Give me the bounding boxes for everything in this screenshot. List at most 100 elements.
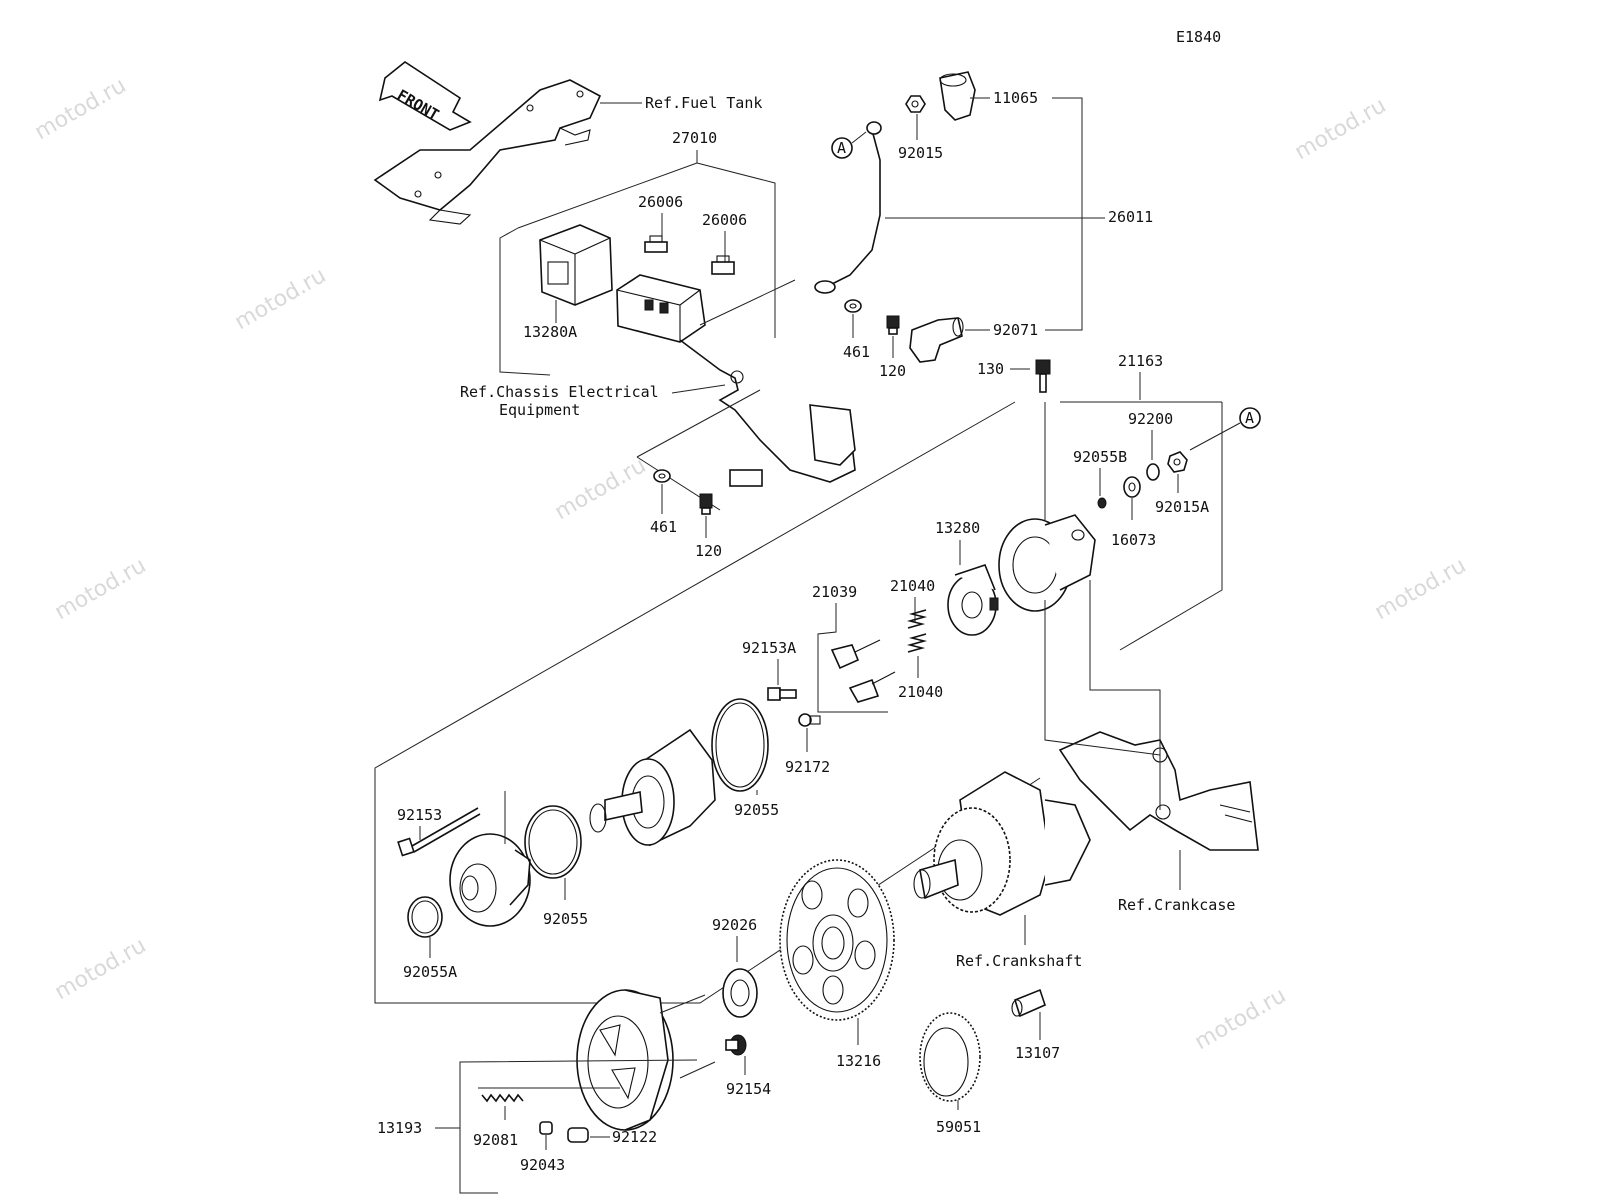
bolt-92153 [397, 807, 481, 857]
group-bracket-line [499, 227, 551, 376]
starter-motor-armature [589, 728, 716, 847]
o-ring-92055-upper [711, 698, 769, 792]
part-11065: 11065 [993, 89, 1038, 107]
spring-21040-a [906, 609, 928, 629]
group-bracket-line [1119, 402, 1223, 651]
part-92015: 92015 [898, 144, 943, 162]
part-92122: 92122 [612, 1128, 657, 1146]
part-13280A: 13280A [523, 323, 577, 341]
part-92015A: 92015A [1155, 498, 1209, 516]
part-92172: 92172 [785, 758, 830, 776]
fuse-26006-a [644, 235, 668, 253]
part-130: 130 [977, 360, 1004, 378]
part-26011: 26011 [1108, 208, 1153, 226]
starter-front-cover [449, 833, 531, 927]
bolt-120-upper [886, 315, 900, 335]
part-21163: 21163 [1118, 352, 1163, 370]
nut-92015 [905, 95, 926, 113]
watermark-text: motod.ru [1371, 553, 1471, 625]
washer-92026 [722, 968, 758, 1018]
nut-16073 [1123, 476, 1141, 498]
part-13280: 13280 [935, 519, 980, 537]
ref-chassis-label-1: Ref.Chassis Electrical [460, 383, 659, 401]
callout-marker-text: A [1245, 409, 1254, 427]
callout-marker-a-top: A [831, 137, 853, 159]
ref-chassis-label-2: Equipment [499, 401, 580, 419]
bolt-130 [1035, 359, 1051, 393]
watermark-text: motod.ru [551, 453, 651, 525]
part-120-upper: 120 [879, 362, 906, 380]
screw-92172 [798, 713, 821, 727]
crankshaft [913, 771, 1091, 916]
part-21040-a: 21040 [890, 577, 935, 595]
part-26006-a: 26006 [638, 193, 683, 211]
part-461-lower: 461 [650, 518, 677, 536]
roller-92122 [567, 1127, 589, 1143]
part-92071: 92071 [993, 321, 1038, 339]
brush-set-21039 [830, 639, 896, 703]
part-59051: 59051 [936, 1118, 981, 1136]
o-ring-92055-lower [524, 805, 582, 879]
part-26006-b: 26006 [702, 211, 747, 229]
watermark-text: motod.ru [1191, 983, 1291, 1055]
starter-relay-13280A [539, 224, 613, 306]
part-92153: 92153 [397, 806, 442, 824]
part-92153A: 92153A [742, 639, 796, 657]
sleeve-13107 [1011, 988, 1046, 1018]
leader-line [517, 150, 698, 229]
front-arrow-icon: FRONT [378, 61, 472, 131]
fuse-26006-b [711, 255, 735, 275]
part-92055-lower: 92055 [543, 910, 588, 928]
part-92200: 92200 [1128, 410, 1173, 428]
rubber-cap-11065 [939, 71, 976, 121]
washer-461-upper [844, 299, 862, 313]
part-120-lower: 120 [695, 542, 722, 560]
brush-holder-13280 [947, 564, 999, 636]
callout-marker-text: A [837, 139, 846, 157]
callout-marker-a-right: A [1239, 407, 1261, 429]
o-ring-92055A [407, 896, 443, 938]
part-92055A: 92055A [403, 963, 457, 981]
part-461-upper: 461 [843, 343, 870, 361]
part-92055-upper: 92055 [734, 801, 779, 819]
pin-92043 [539, 1121, 553, 1135]
part-92043: 92043 [520, 1156, 565, 1174]
part-21039: 21039 [812, 583, 857, 601]
nut-92015A [1167, 451, 1188, 473]
part-27010: 27010 [672, 129, 717, 147]
part-16073: 16073 [1111, 531, 1156, 549]
diagram-code: E1840 [1176, 28, 1221, 46]
part-92055B: 92055B [1073, 448, 1127, 466]
chassis-cable [679, 339, 856, 487]
crankcase-section [1058, 731, 1259, 851]
part-13216: 13216 [836, 1052, 881, 1070]
leader-line [696, 162, 776, 338]
spring-92081 [481, 1093, 524, 1103]
screw-92153A [767, 687, 797, 701]
watermark-pattern: motod.ru motod.ru motod.ru motod.ru moto… [31, 73, 1471, 1055]
part-92026: 92026 [712, 916, 757, 934]
starter-rear-cover [998, 514, 1096, 612]
starter-cable-26011 [814, 121, 882, 294]
ref-fuel-tank-label: Ref.Fuel Tank [645, 94, 762, 112]
watermark-text: motod.ru [51, 933, 151, 1005]
watermark-text: motod.ru [1291, 93, 1391, 165]
part-13107: 13107 [1015, 1044, 1060, 1062]
spring-21040-b [906, 633, 928, 653]
washer-92200 [1146, 463, 1160, 481]
bolt-120-lower [699, 493, 713, 515]
part-21040-b: 21040 [898, 683, 943, 701]
watermark-text: motod.ru [31, 73, 131, 145]
ref-crankshaft-label: Ref.Crankshaft [956, 952, 1082, 970]
relay-body [616, 274, 706, 343]
watermark-text: motod.ru [231, 263, 331, 335]
part-92081: 92081 [473, 1131, 518, 1149]
fuel-tank-bracket [373, 79, 602, 225]
boot-92071 [909, 317, 964, 363]
idle-gear-59051 [919, 1012, 981, 1102]
part-13193: 13193 [377, 1119, 422, 1137]
bolt-92154 [725, 1034, 747, 1056]
ref-crankcase-label: Ref.Crankcase [1118, 896, 1235, 914]
starter-gear-13216 [779, 859, 895, 1021]
